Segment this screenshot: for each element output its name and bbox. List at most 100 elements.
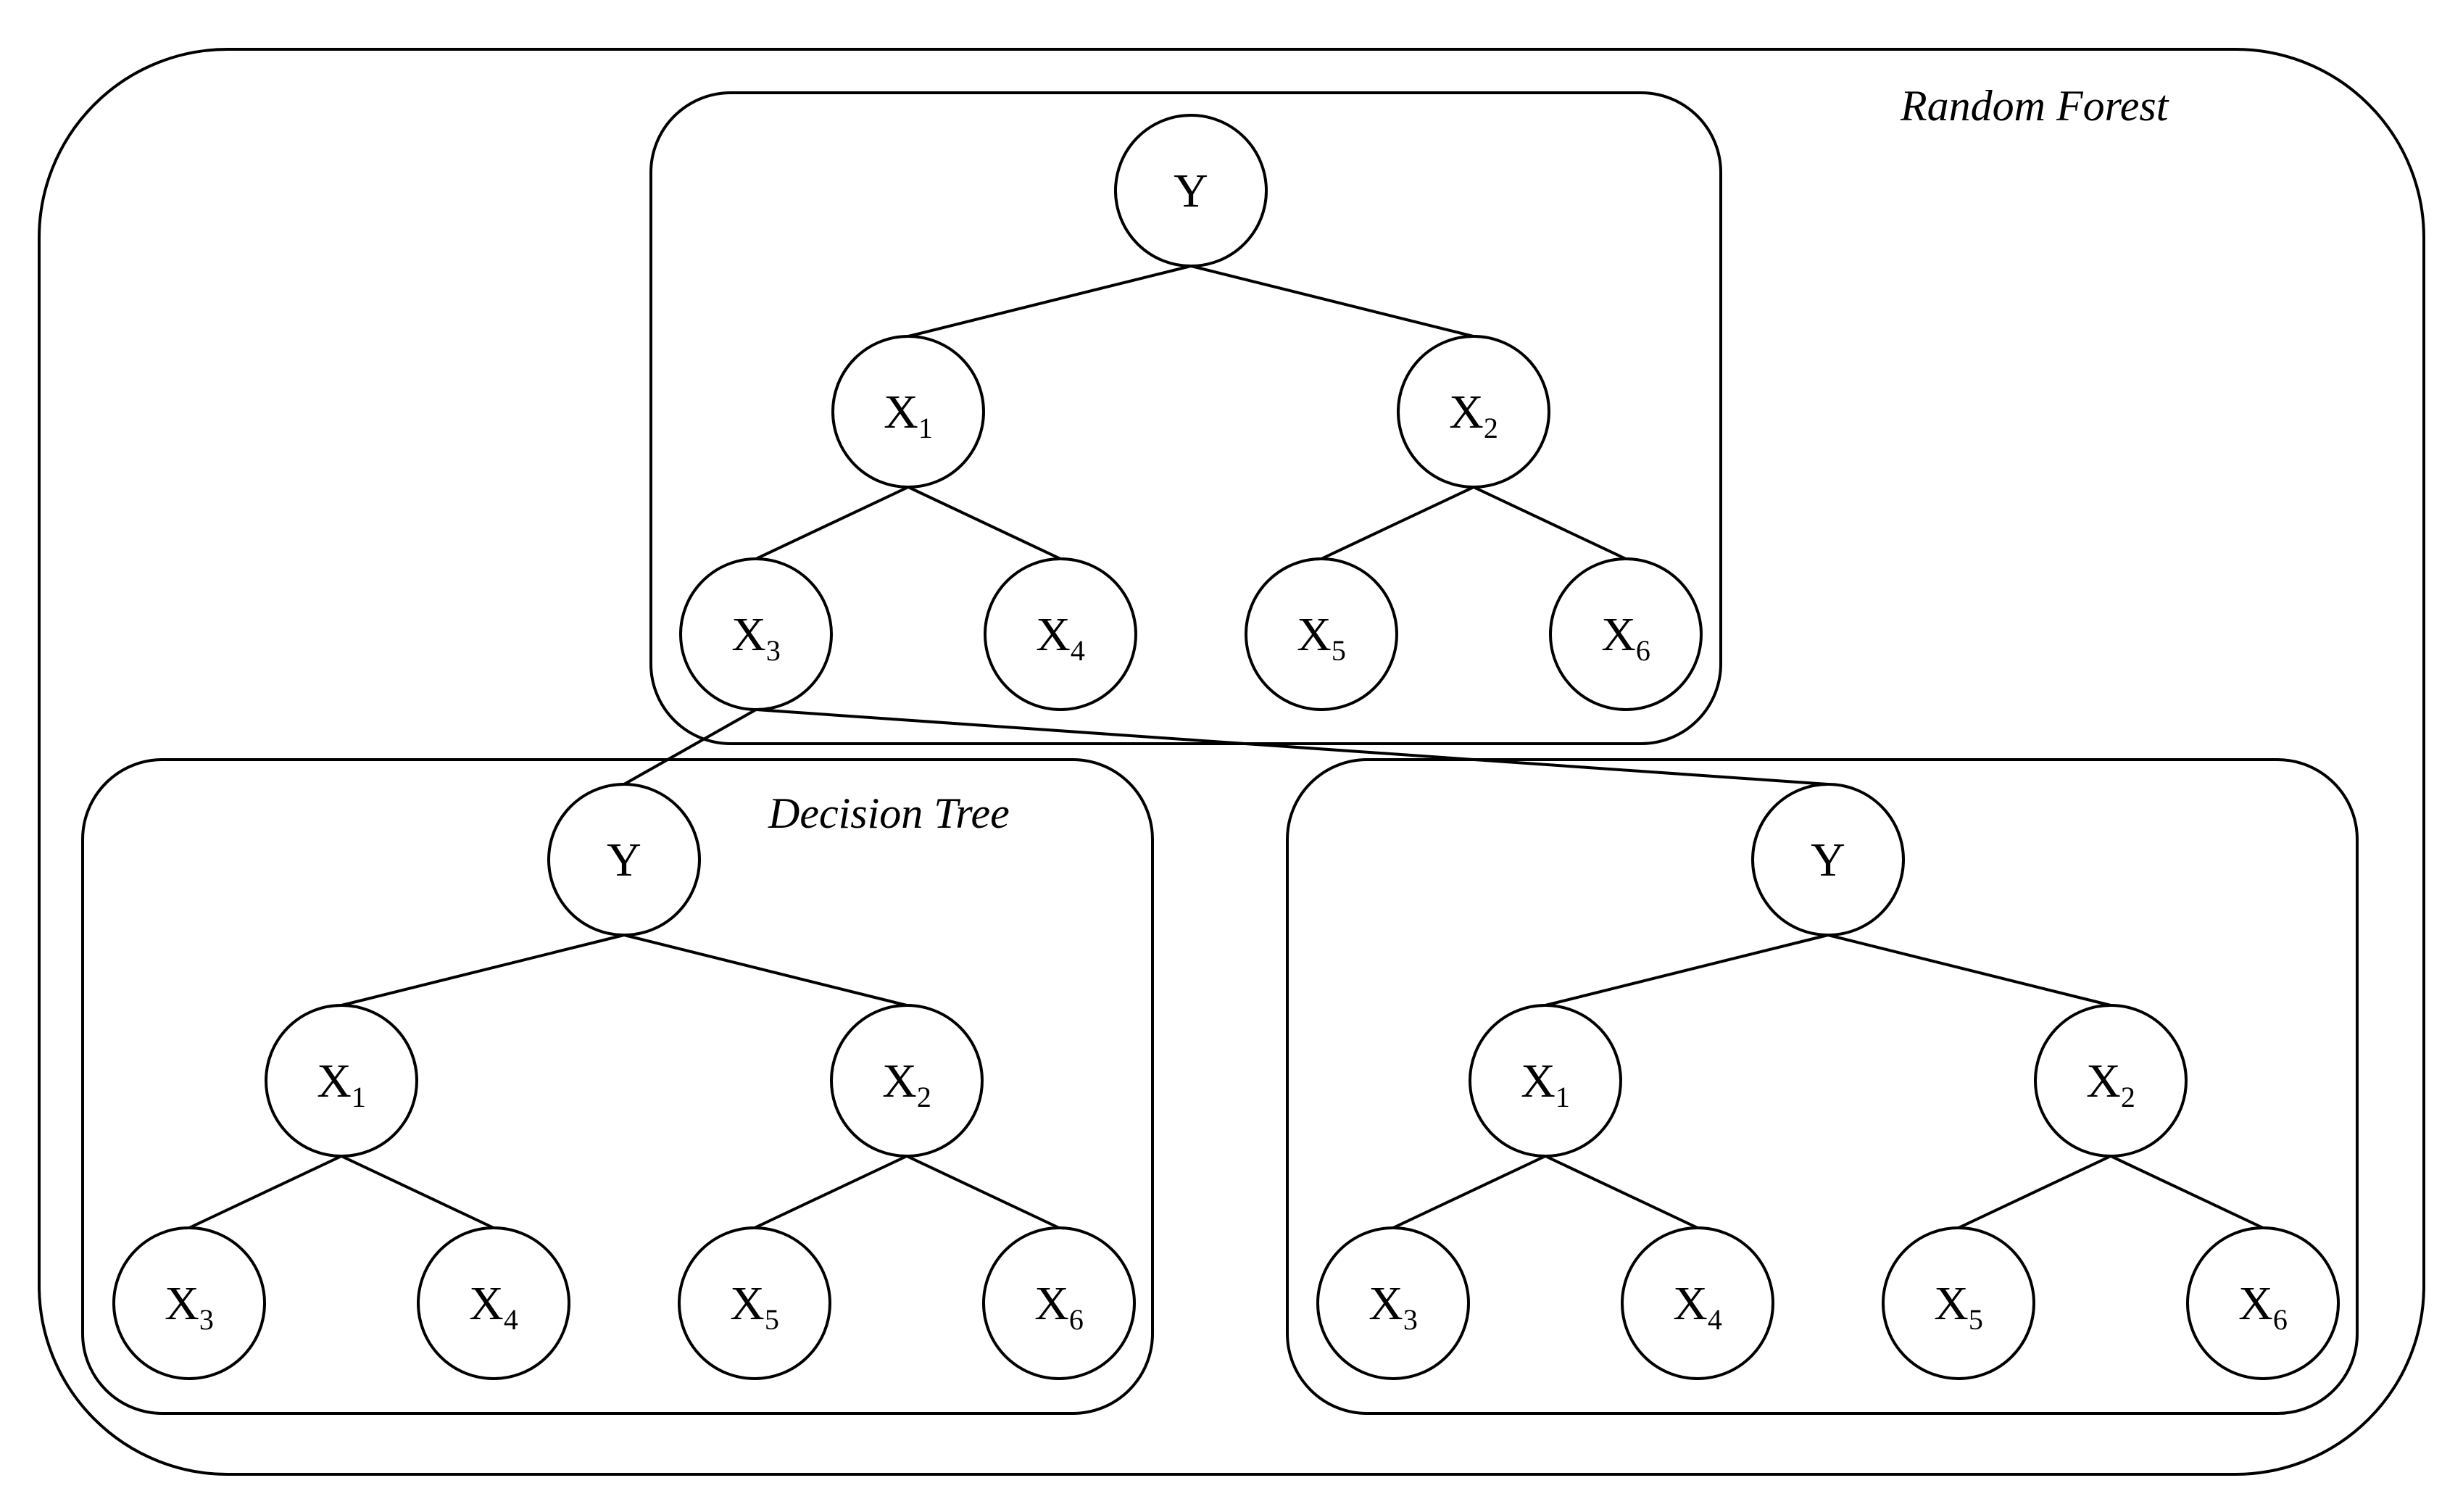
tree-node-left-x2: X2 bbox=[830, 1004, 984, 1158]
node-label-subscript: 3 bbox=[1403, 1303, 1418, 1336]
node-label: X2 bbox=[882, 1055, 931, 1113]
edge-top-y-x1 bbox=[907, 265, 1192, 338]
tree-node-top-x5: X5 bbox=[1245, 557, 1398, 711]
node-label-subscript: 2 bbox=[2121, 1081, 2135, 1113]
node-label-base: X bbox=[165, 1277, 199, 1330]
node-label: X1 bbox=[884, 386, 933, 444]
node-circle bbox=[1114, 114, 1268, 267]
node-circle bbox=[982, 1226, 1136, 1380]
edge-top-x1-x4 bbox=[907, 486, 1061, 560]
node-label: X3 bbox=[731, 608, 781, 667]
tree-node-top-x4: X4 bbox=[984, 557, 1137, 711]
edge-left-x2-x6 bbox=[906, 1155, 1060, 1229]
node-label-subscript: 2 bbox=[917, 1081, 931, 1113]
edge-top-x2-x6 bbox=[1473, 486, 1627, 560]
node-circle bbox=[830, 1004, 984, 1158]
node-label-subscript: 5 bbox=[1332, 634, 1346, 667]
edge-right-x1-x4 bbox=[1545, 1155, 1698, 1229]
node-label: X5 bbox=[730, 1277, 779, 1336]
node-label-base: X bbox=[1934, 1277, 1969, 1330]
tree-node-left-x4: X4 bbox=[417, 1226, 570, 1380]
tree-node-right-y: Y bbox=[1751, 783, 1905, 936]
node-circle bbox=[2034, 1004, 2188, 1158]
link-top-x3-to-left-y bbox=[623, 708, 757, 786]
tree-node-right-x4: X4 bbox=[1621, 1226, 1774, 1380]
tree-node-left-x5: X5 bbox=[678, 1226, 831, 1380]
edge-left-y-x1 bbox=[341, 934, 625, 1007]
tree-node-left-x1: X1 bbox=[265, 1004, 418, 1158]
node-label-base: X bbox=[2238, 1277, 2273, 1330]
tree-node-right-x1: X1 bbox=[1469, 1004, 1622, 1158]
node-circle bbox=[984, 557, 1137, 711]
edge-right-y-x2 bbox=[1827, 934, 2111, 1007]
tree-box-top bbox=[649, 91, 1722, 745]
node-label: Y bbox=[1174, 165, 1208, 217]
tree-node-right-x5: X5 bbox=[1882, 1226, 2035, 1380]
node-circle bbox=[417, 1226, 570, 1380]
tree-node-top-y: Y bbox=[1114, 114, 1268, 267]
node-label: Y bbox=[607, 834, 641, 886]
tree-node-left-x3: X3 bbox=[112, 1226, 266, 1380]
node-label-base: X bbox=[882, 1055, 917, 1108]
node-label-subscript: 6 bbox=[1069, 1303, 1084, 1336]
node-circle bbox=[1882, 1226, 2035, 1380]
tree-node-top-x1: X1 bbox=[831, 335, 985, 489]
node-label-base: X bbox=[731, 608, 766, 661]
edge-top-x2-x5 bbox=[1321, 486, 1474, 560]
edge-top-y-x2 bbox=[1190, 265, 1474, 338]
tree-box-right bbox=[1286, 758, 2359, 1415]
node-circle bbox=[1316, 1226, 1470, 1380]
node-label-base: X bbox=[884, 386, 918, 439]
node-label: X2 bbox=[2086, 1055, 2135, 1113]
tree-node-left-y: Y bbox=[547, 783, 701, 936]
node-label-subscript: 6 bbox=[2273, 1303, 2288, 1336]
edges-layer bbox=[188, 265, 2264, 1229]
node-circle bbox=[831, 335, 985, 489]
node-circle bbox=[265, 1004, 418, 1158]
edge-left-x1-x4 bbox=[341, 1155, 494, 1229]
tree-node-top-x6: X6 bbox=[1549, 557, 1703, 711]
link-top-x3-to-right-y bbox=[755, 708, 1829, 786]
node-label: X5 bbox=[1297, 608, 1346, 667]
node-label-base: X bbox=[469, 1277, 504, 1330]
edge-top-x1-x3 bbox=[755, 486, 909, 560]
edge-left-x2-x5 bbox=[754, 1155, 907, 1229]
node-label-subscript: 4 bbox=[1708, 1303, 1722, 1336]
node-label-base: X bbox=[1449, 386, 1484, 439]
node-label-subscript: 6 bbox=[1636, 634, 1650, 667]
edge-right-x2-x5 bbox=[1958, 1155, 2111, 1229]
tree-node-left-x6: X6 bbox=[982, 1226, 1136, 1380]
node-label-base: X bbox=[1034, 1277, 1069, 1330]
tree-node-right-x2: X2 bbox=[2034, 1004, 2188, 1158]
node-label-subscript: 1 bbox=[352, 1081, 366, 1113]
node-label: X1 bbox=[1521, 1055, 1570, 1113]
decision-tree-label: Decision Tree bbox=[768, 789, 1010, 837]
node-label: X4 bbox=[1036, 608, 1085, 667]
node-label-base: X bbox=[1297, 608, 1332, 661]
node-label: X6 bbox=[2238, 1277, 2288, 1336]
node-label: X6 bbox=[1034, 1277, 1084, 1336]
node-label-base: X bbox=[1368, 1277, 1403, 1330]
node-circle bbox=[678, 1226, 831, 1380]
tree-node-top-x3: X3 bbox=[679, 557, 833, 711]
tree-node-right-x6: X6 bbox=[2186, 1226, 2340, 1380]
node-label-base: Y bbox=[1174, 165, 1208, 217]
node-label: X1 bbox=[317, 1055, 366, 1113]
edge-right-x1-x3 bbox=[1392, 1155, 1546, 1229]
node-label-subscript: 3 bbox=[766, 634, 781, 667]
node-circle bbox=[1469, 1004, 1622, 1158]
edge-left-y-x2 bbox=[623, 934, 907, 1007]
forest-label: Random Forest bbox=[1900, 82, 2169, 130]
node-label-subscript: 5 bbox=[765, 1303, 779, 1336]
node-label-base: X bbox=[1521, 1055, 1556, 1108]
node-label-base: Y bbox=[607, 834, 641, 886]
forest-container bbox=[38, 48, 2425, 1476]
node-circle bbox=[2186, 1226, 2340, 1380]
node-label: X5 bbox=[1934, 1277, 1983, 1336]
node-circle bbox=[1621, 1226, 1774, 1380]
edge-left-x1-x3 bbox=[188, 1155, 342, 1229]
tree-node-right-x3: X3 bbox=[1316, 1226, 1470, 1380]
